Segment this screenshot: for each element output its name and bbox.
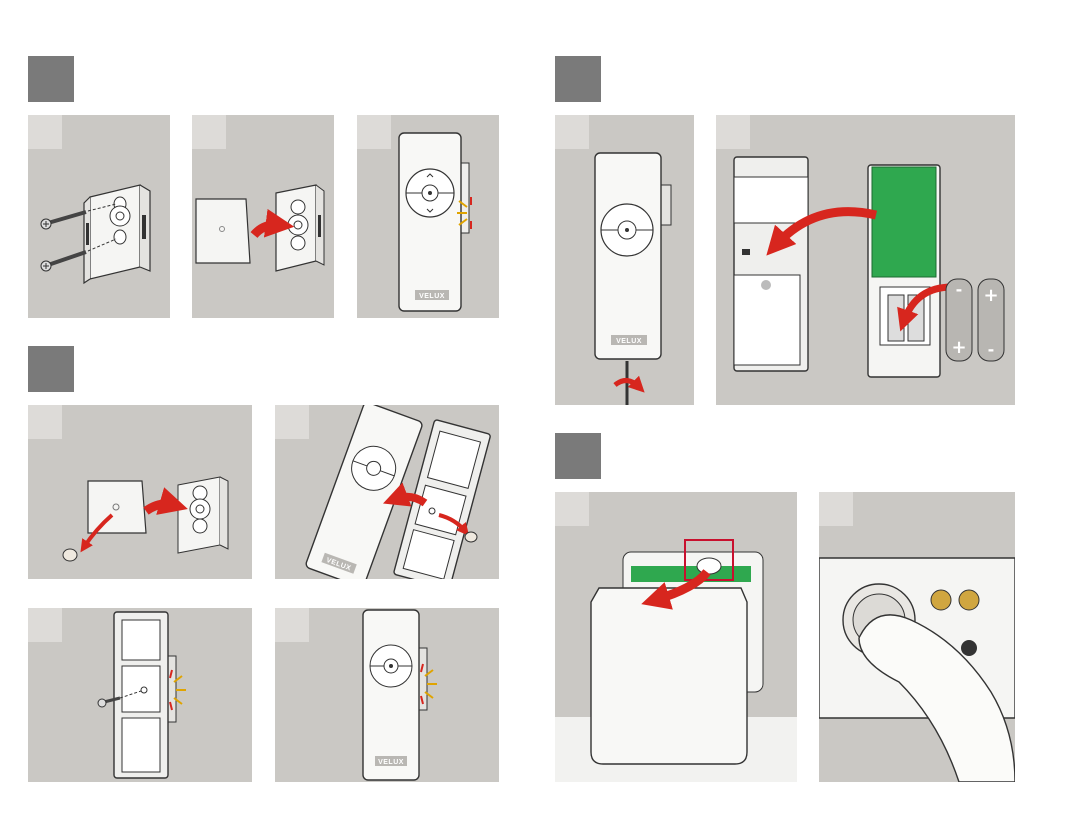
step-panel-2d: VELUX (275, 608, 499, 782)
section-marker-4 (555, 433, 601, 479)
circuit-board (872, 167, 936, 277)
screw-icon (41, 212, 86, 229)
step-panel-1b (192, 115, 334, 318)
step-panel-1a (28, 115, 170, 318)
brand-label: VELUX (378, 759, 404, 766)
step-panel-2a (28, 405, 252, 579)
step-panel-4a (555, 492, 797, 782)
arrow-icon (146, 504, 174, 511)
battery-minus-sign: - (988, 340, 995, 359)
cover-bracket-illustration (192, 115, 334, 318)
battery-icon: + - (978, 279, 1004, 361)
battery-icon: - + (946, 279, 972, 361)
brand-label: VELUX (419, 293, 445, 300)
cover-removal-illustration (28, 405, 252, 579)
remote-mounted-illustration: VELUX (357, 115, 499, 318)
step-panel-4b (819, 492, 1015, 782)
battery-minus-sign: - (956, 280, 963, 299)
step-panel-3b: - + + - (716, 115, 1015, 405)
step-panel-3a: VELUX (555, 115, 694, 405)
remote-reattach-illustration: VELUX (275, 608, 499, 782)
holder-screw-illustration (28, 608, 252, 782)
battery-plus-sign: + (951, 337, 966, 358)
remote-release-illustration: VELUX (555, 115, 694, 405)
button-press-illustration (819, 492, 1015, 782)
section-marker-2 (28, 346, 74, 392)
device-cover-illustration (555, 492, 797, 782)
arrow-icon (395, 497, 425, 503)
battery-insert-illustration: - + + - (716, 115, 1015, 405)
brand-label: VELUX (616, 338, 642, 345)
section-marker-3 (555, 56, 601, 102)
step-panel-2c (28, 608, 252, 782)
step-panel-2b: VELUX (275, 405, 499, 579)
screw-icon (41, 252, 86, 271)
section-marker-1 (28, 56, 74, 102)
step-panel-1c: VELUX (357, 115, 499, 318)
battery-plus-sign: + (983, 285, 998, 306)
remote-detach-illustration: VELUX (275, 405, 499, 579)
bracket-screws-illustration (28, 115, 170, 318)
